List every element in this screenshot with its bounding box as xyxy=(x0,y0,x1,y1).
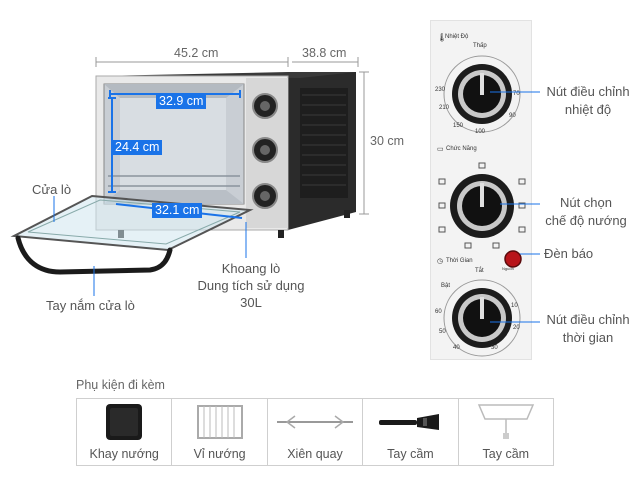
grill-rack-icon xyxy=(196,405,243,439)
mode-knob[interactable] xyxy=(437,161,527,251)
timer-mark-4: 20 xyxy=(513,325,520,331)
accessories-list: Khay nướng Vỉ nướng Xiên quay xyxy=(76,398,554,466)
indicator-lamp xyxy=(504,250,522,268)
temp-mark-1: 210 xyxy=(439,105,450,111)
tongs-icon xyxy=(379,414,440,430)
timer-knob[interactable] xyxy=(439,275,525,361)
mode-title: Chức Năng xyxy=(446,146,477,152)
temp-mark-3: 100 xyxy=(475,129,486,135)
mode-knob-callout-line2: chế độ nướng xyxy=(545,213,627,228)
accessory-name: Tay cầm xyxy=(387,447,434,461)
timer-knob-callout: Nút điều chỉnh thời gian xyxy=(540,311,636,347)
temp-mark-0: 230 xyxy=(435,87,446,93)
timer-mark-3: 30 xyxy=(491,345,498,351)
depth-dimension: 38.8 cm xyxy=(302,46,347,60)
baking-tray-icon xyxy=(106,404,143,440)
temperature-knob[interactable] xyxy=(439,51,525,137)
accessory-item: Tay cầm xyxy=(363,399,459,465)
temp-mark-4: 90 xyxy=(509,113,516,119)
rack-handle-icon xyxy=(477,404,534,439)
door-label: Cửa lò xyxy=(32,182,72,197)
timer-mark-2: 40 xyxy=(453,345,460,351)
mode-knob-callout: Nút chọn chế độ nướng xyxy=(538,194,634,230)
indicator-text: Nguồn xyxy=(502,266,514,271)
timer-mark-5: 10 xyxy=(511,303,518,309)
width-dimension: 45.2 cm xyxy=(174,46,219,60)
accessory-name: Khay nướng xyxy=(89,447,159,461)
temp-title: Nhiệt Độ xyxy=(445,34,469,40)
inner-width-label: 32.9 cm xyxy=(156,94,207,109)
timer-title: Thời Gian xyxy=(446,258,473,264)
timer-on-label: Bật xyxy=(441,283,451,289)
accessory-name: Tay cầm xyxy=(482,447,530,461)
callout-lines xyxy=(490,91,540,323)
accessory-item: Khay nướng xyxy=(77,399,173,465)
timer-knob-callout-line1: Nút điều chỉnh xyxy=(546,312,630,327)
thermometer-icon: 🌡 xyxy=(437,33,448,42)
timer-off-label: Tắt xyxy=(475,268,484,274)
accessory-item: Vỉ nướng xyxy=(172,399,268,465)
temp-mark-5: 70 xyxy=(513,91,520,97)
timer-mark-1: 50 xyxy=(439,329,446,335)
mode-knob-callout-line1: Nút chọn xyxy=(559,195,613,210)
lamp-callout: Đèn báo xyxy=(544,246,594,261)
temp-mark-2: 150 xyxy=(453,123,464,129)
temp-low-label: Thấp xyxy=(473,43,487,49)
timer-mark-0: 60 xyxy=(435,309,442,315)
inner-depth-label: 32.1 cm xyxy=(152,203,203,218)
inner-height-label: 24.4 cm xyxy=(112,140,163,155)
temp-knob-callout-line1: Nút điều chỉnh xyxy=(546,84,630,99)
control-panel: 🌡 Nhiệt Độ Thấp 230 210 150 100 90 70 ▭ … xyxy=(430,20,532,360)
height-dimension: 30 cm xyxy=(370,134,405,148)
rotisserie-spit-icon xyxy=(277,415,354,429)
cavity-label-line3: 30L xyxy=(240,295,262,310)
timer-knob-callout-line2: thời gian xyxy=(562,330,614,345)
cavity-label-line1: Khoang lò xyxy=(221,261,281,276)
temp-knob-callout: Nút điều chỉnh nhiệt độ xyxy=(540,83,636,119)
accessory-name: Vỉ nướng xyxy=(193,447,246,461)
door-handle-label: Tay nắm cửa lò xyxy=(46,298,135,313)
cavity-label: Khoang lò Dung tích sử dụng 30L xyxy=(196,260,306,311)
accessory-item: Xiên quay xyxy=(268,399,364,465)
accessories-title: Phụ kiện đi kèm xyxy=(76,378,165,392)
accessory-name: Xiên quay xyxy=(287,447,343,461)
cavity-label-line2: Dung tích sử dụng xyxy=(197,278,305,293)
temp-knob-callout-line2: nhiệt độ xyxy=(564,102,612,117)
clock-icon: ◷ xyxy=(437,258,444,265)
accessory-item: Tay cầm xyxy=(459,399,553,465)
function-icon: ▭ xyxy=(437,146,444,153)
